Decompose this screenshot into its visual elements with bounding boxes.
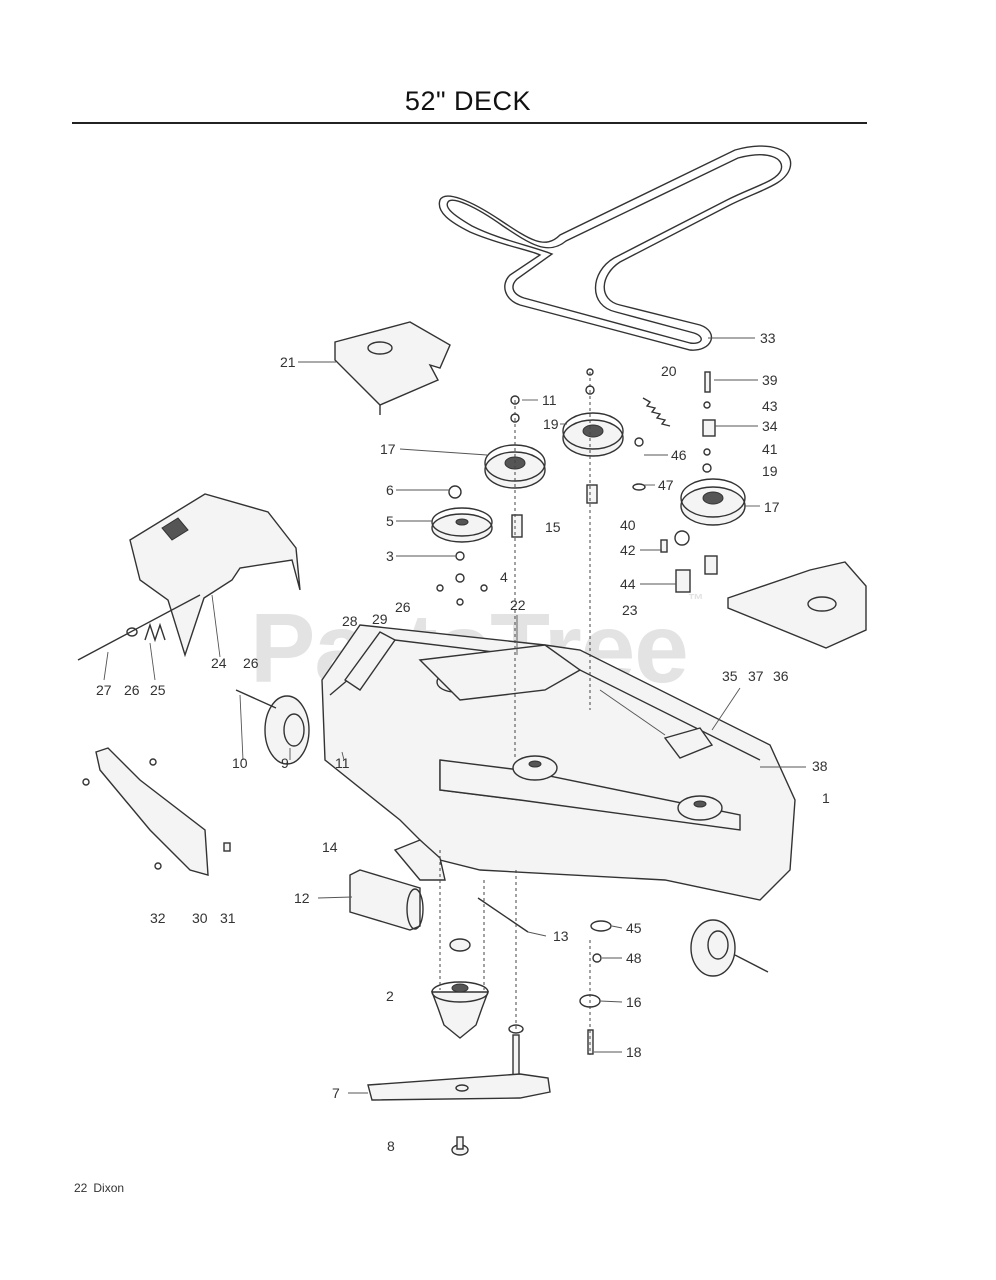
label-39: 39 [762,372,778,388]
nut-6 [448,485,462,499]
deck-side-trim [95,747,209,876]
label-8: 8 [387,1138,395,1154]
front-bracket-right [418,644,582,701]
label-26-rod: 26 [124,682,140,698]
chute-logo [161,517,189,541]
label-34: 34 [762,418,778,434]
label-33: 33 [760,330,776,346]
spindle-pulley [431,513,493,543]
label-10: 10 [232,755,248,771]
tension-spring [642,397,671,427]
roller-bracket [393,839,446,881]
label-38: 38 [812,758,828,774]
label-6: 6 [386,482,394,498]
gauge-wheel [264,695,310,765]
label-28: 28 [342,613,358,629]
label-32: 32 [150,910,166,926]
mower-blade [367,1073,551,1101]
label-25: 25 [150,682,166,698]
label-19-upper: 19 [543,416,559,432]
drive-belt [438,145,792,351]
rear-bracket [663,727,714,759]
washer-3 [455,551,465,561]
label-7: 7 [332,1085,340,1101]
label-36: 36 [773,668,789,684]
label-11-upper: 11 [542,392,557,408]
left-belt-cover [334,321,451,406]
label-16: 16 [626,994,642,1010]
label-14: 14 [322,839,338,855]
label-43: 43 [762,398,778,414]
label-40: 40 [620,517,636,533]
label-17-right: 17 [764,499,780,515]
arm-34 [702,419,716,437]
deck-spindle-center [512,755,558,781]
watermark-trademark: ™ [687,592,704,609]
discharge-chute [129,493,301,658]
chute-rod [77,594,201,661]
label-18: 18 [626,1044,642,1060]
label-9: 9 [281,755,289,771]
label-27: 27 [96,682,112,698]
label-35-top: 35 [722,668,738,684]
right-cover-boss [807,596,837,612]
label-4: 4 [500,569,508,585]
page-footer: 22 Dixon [74,1181,130,1195]
label-29: 29 [372,611,388,627]
label-26-chute: 26 [243,655,259,671]
right-belt-cover [727,561,867,649]
label-3: 3 [386,548,394,564]
label-45: 45 [626,920,642,936]
drive-belt-inner [446,154,783,345]
deck-spindle-right [677,795,723,821]
label-42: 42 [620,542,636,558]
label-48: 48 [626,950,642,966]
label-46: 46 [671,447,687,463]
page-number: 22 [74,1181,88,1195]
label-21: 21 [280,354,296,370]
front-bracket-left [344,631,397,691]
label-19-right: 19 [762,463,778,479]
label-17-center: 17 [380,441,396,457]
mower-deck-housing [321,624,796,901]
bolt-39 [704,371,711,393]
label-11-lower: 11 [335,755,350,771]
label-13: 13 [553,928,569,944]
chute-washer [126,627,138,637]
footer-brand: Dixon [93,1181,125,1195]
label-12: 12 [294,890,310,906]
label-24: 24 [211,655,227,671]
spacer-15 [511,514,523,538]
label-15: 15 [545,519,561,535]
label-1: 1 [822,790,830,806]
label-26-top: 26 [395,599,411,615]
label-22: 22 [510,597,526,613]
label-31: 31 [220,910,236,926]
label-2: 2 [386,988,394,1004]
label-41: 41 [762,441,778,457]
label-20: 20 [661,363,677,379]
chute-spring [144,622,166,643]
label-47: 47 [658,477,674,493]
label-5: 5 [386,513,394,529]
label-23: 23 [622,602,638,618]
left-cover-boss [367,341,393,355]
page-title: 52" DECK [404,86,532,116]
title-divider [72,122,867,124]
label-37: 37 [748,668,764,684]
bolt-13 [477,897,529,933]
anti-scalp-roller [349,869,421,931]
wheel-bolt [235,689,277,709]
label-44: 44 [620,576,636,592]
label-30: 30 [192,910,208,926]
